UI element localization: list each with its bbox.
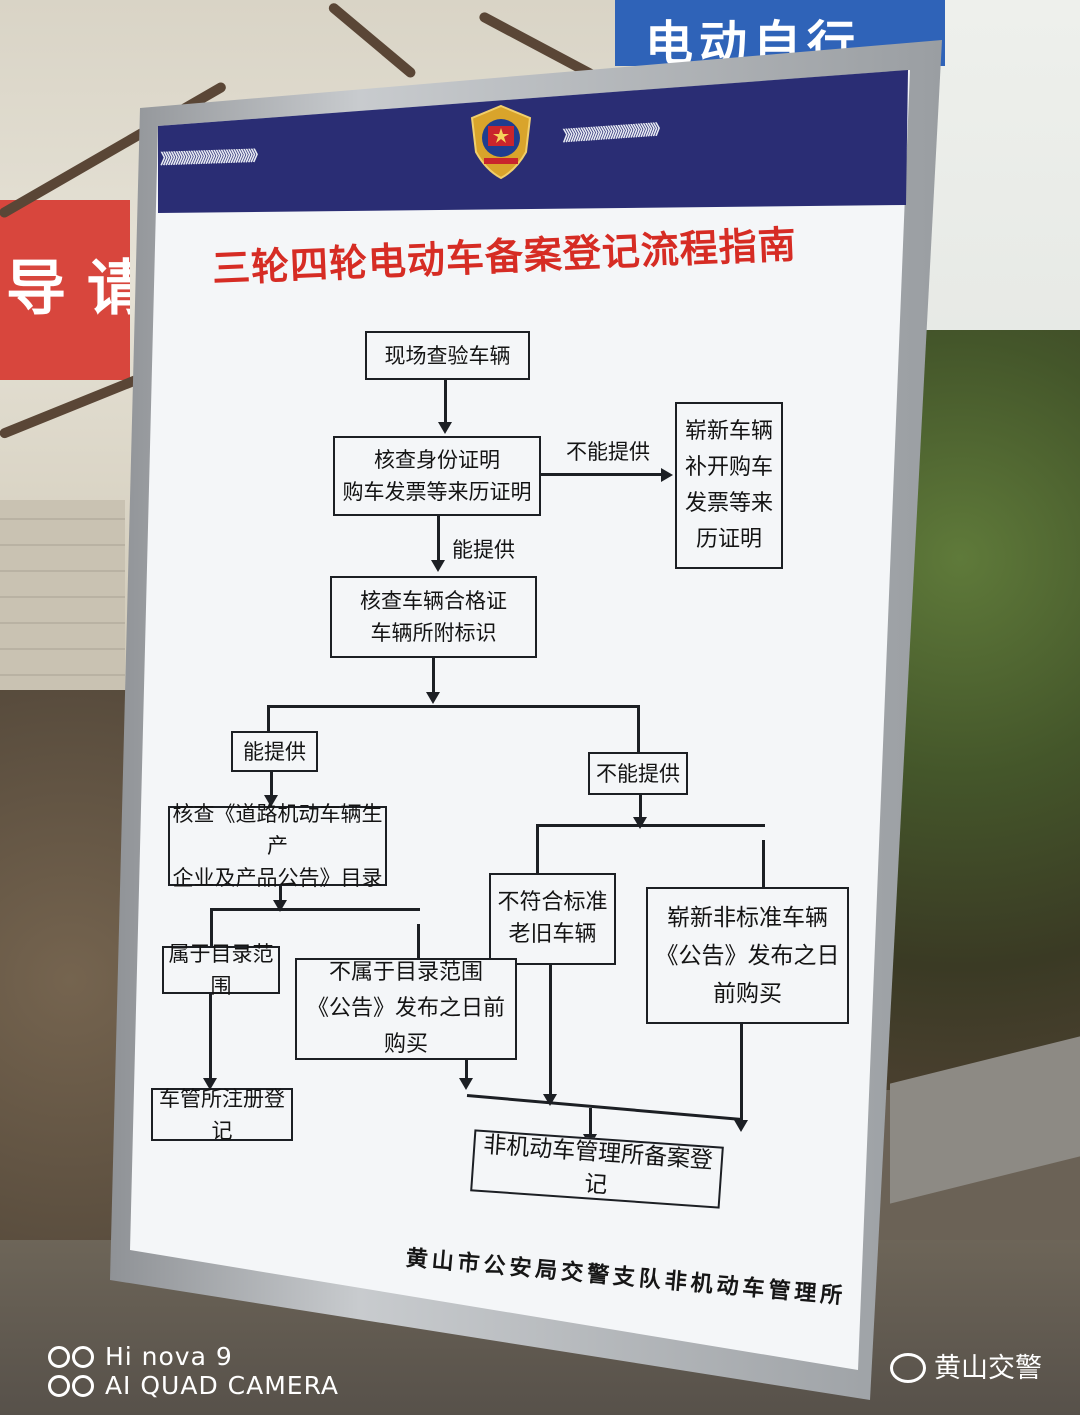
connector-line — [536, 824, 765, 827]
police-emblem-icon — [470, 104, 532, 180]
connector-line — [639, 795, 642, 819]
connector-line — [637, 705, 640, 753]
connector-line — [270, 772, 273, 798]
wechat-icon — [890, 1353, 926, 1383]
arrow-down-icon — [633, 817, 647, 829]
box-label: 发票等来 — [684, 490, 773, 516]
box-new-nonstandard-vehicle: 崭新非标准车辆 《公告》发布之日 前购买 — [646, 887, 849, 1024]
camera-ring-icon — [72, 1375, 94, 1397]
connector-line — [210, 908, 213, 948]
arrow-down-icon — [734, 1120, 748, 1132]
box-label: 核查身份证明 — [374, 448, 500, 472]
label-cannot-provide: 不能提供 — [566, 440, 650, 464]
box-not-in-catalog: 不属于目录范围 《公告》发布之日前购买 — [295, 958, 517, 1060]
camera-watermark: Hi nova 9 AI QUAD CAMERA — [48, 1342, 339, 1400]
label-can-provide: 能提供 — [452, 538, 515, 562]
box-label: 核查车辆合格证 — [360, 589, 507, 613]
box-label: 崭新非标准车辆 — [667, 904, 828, 931]
box-label: 车辆所附标识 — [370, 621, 497, 645]
box-nonstandard-old-vehicle: 不符合标准 老旧车辆 — [489, 873, 616, 965]
box-label: 企业及产品公告》目录 — [172, 866, 383, 890]
box-new-vehicle-reissue-invoice: 崭新车辆 补开购车 发票等来 历证明 — [675, 402, 783, 569]
box-label: 前购买 — [713, 980, 782, 1007]
arrow-down-icon — [431, 560, 445, 572]
box-label: 属于目录范围 — [168, 942, 274, 998]
connector-line — [267, 705, 270, 733]
box-in-catalog: 属于目录范围 — [162, 942, 280, 998]
connector-line — [740, 1024, 743, 1122]
connector-line — [444, 380, 447, 424]
connector-line — [536, 824, 539, 876]
connector-line — [541, 473, 663, 476]
box-site-inspection: 现场查验车辆 — [365, 331, 530, 380]
arrow-down-icon — [264, 795, 278, 807]
box-check-catalog: 核查《道路机动车辆生产 企业及产品公告》目录 — [168, 802, 387, 890]
connector-line — [210, 908, 420, 911]
box-label: 能提供 — [243, 739, 306, 764]
box-label: 补开购车 — [684, 454, 773, 480]
camera-model: Hi nova 9 — [104, 1342, 233, 1371]
box-label: 不能提供 — [596, 761, 680, 786]
connector-line — [209, 994, 212, 1080]
connector-line — [432, 658, 435, 694]
box-label: 崭新车辆 — [684, 418, 773, 444]
background-red-banner: 导 请 — [0, 200, 130, 380]
box-label: 不符合标准 — [497, 890, 608, 915]
arrow-down-icon — [459, 1078, 473, 1090]
box-label: 车管所注册登记 — [159, 1086, 285, 1143]
box-label: 历证明 — [695, 526, 762, 552]
connector-line — [465, 1060, 468, 1080]
arrow-down-icon — [426, 692, 440, 704]
box-check-identity: 核查身份证明 购车发票等来历证明 — [333, 436, 541, 516]
box-label: 现场查验车辆 — [384, 343, 511, 368]
box-cannot-provide: 不能提供 — [588, 752, 688, 795]
box-vehicle-office-registration: 车管所注册登记 — [151, 1087, 293, 1143]
connector-line — [279, 886, 282, 910]
account-name: 黄山交警 — [934, 1353, 1042, 1384]
box-label: 老旧车辆 — [508, 922, 597, 947]
camera-ring-icon — [72, 1346, 94, 1368]
background-tiled-wall — [0, 500, 125, 700]
camera-ring-icon — [48, 1346, 70, 1368]
connector-line — [267, 705, 640, 708]
box-label: 《公告》发布之日 — [655, 942, 840, 969]
box-check-certificate: 核查车辆合格证 车辆所附标识 — [330, 576, 537, 658]
box-label: 不属于目录范围 — [328, 960, 483, 985]
camera-ring-icon — [48, 1375, 70, 1397]
box-label: 核查《道路机动车辆生产 — [172, 802, 383, 858]
connector-line — [589, 1108, 592, 1136]
connector-line — [762, 840, 765, 890]
box-label: 《公告》发布之日前购买 — [306, 996, 505, 1057]
connector-line — [437, 516, 440, 562]
account-watermark: 黄山交警 — [890, 1346, 1042, 1385]
arrow-right-icon — [661, 468, 673, 482]
connector-line — [417, 924, 420, 968]
camera-tagline: AI QUAD CAMERA — [104, 1371, 340, 1400]
arrow-down-icon — [203, 1078, 217, 1090]
connector-line — [549, 965, 552, 1097]
box-can-provide: 能提供 — [231, 731, 318, 772]
box-label: 购车发票等来历证明 — [342, 480, 532, 504]
arrow-down-icon — [438, 422, 452, 434]
